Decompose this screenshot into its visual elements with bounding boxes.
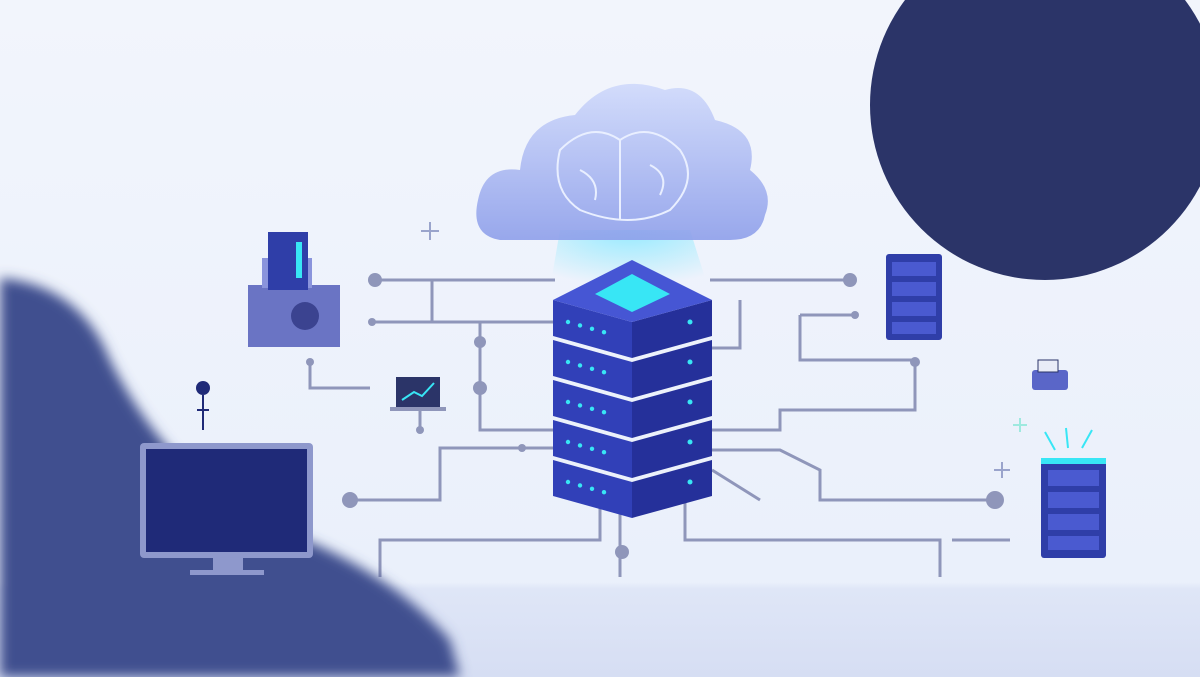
status-light [577, 483, 583, 488]
status-light [577, 443, 583, 448]
status-light [601, 450, 607, 455]
server-layer [632, 340, 712, 398]
status-light [577, 363, 583, 368]
status-light [577, 403, 583, 408]
status-light [589, 446, 595, 451]
status-light [687, 399, 693, 405]
status-light [565, 359, 571, 365]
status-light [589, 326, 595, 331]
status-light [687, 319, 693, 325]
status-light [601, 370, 607, 375]
status-light [565, 479, 571, 485]
server-rack-icon [1041, 427, 1106, 558]
glowing-screen [595, 274, 670, 312]
server-layer [632, 300, 712, 358]
server-layer [632, 380, 712, 438]
status-light [687, 439, 693, 445]
monitor-icon [140, 381, 313, 575]
status-light [601, 490, 607, 495]
status-light [601, 410, 607, 415]
server-stack-icon [553, 260, 712, 518]
status-light [565, 439, 571, 445]
desktop-tower-icon [248, 232, 340, 347]
status-light [565, 319, 571, 325]
laptop-chart-icon [390, 377, 446, 411]
server-layer [632, 420, 712, 478]
status-light [687, 359, 693, 365]
status-light [565, 399, 571, 405]
server-layer [632, 460, 712, 518]
status-light [589, 406, 595, 411]
navy-circle [870, 0, 1200, 280]
network-wires [308, 278, 1010, 577]
sparkle-icons [421, 222, 1027, 478]
status-light [589, 486, 595, 491]
router-icon [1032, 359, 1068, 390]
status-light [687, 479, 693, 485]
status-light [577, 323, 583, 328]
server-rack-icon [886, 254, 942, 340]
foreground-blob [0, 278, 460, 677]
status-light [589, 366, 595, 371]
status-light [601, 330, 607, 335]
wire-nodes [306, 273, 1004, 559]
